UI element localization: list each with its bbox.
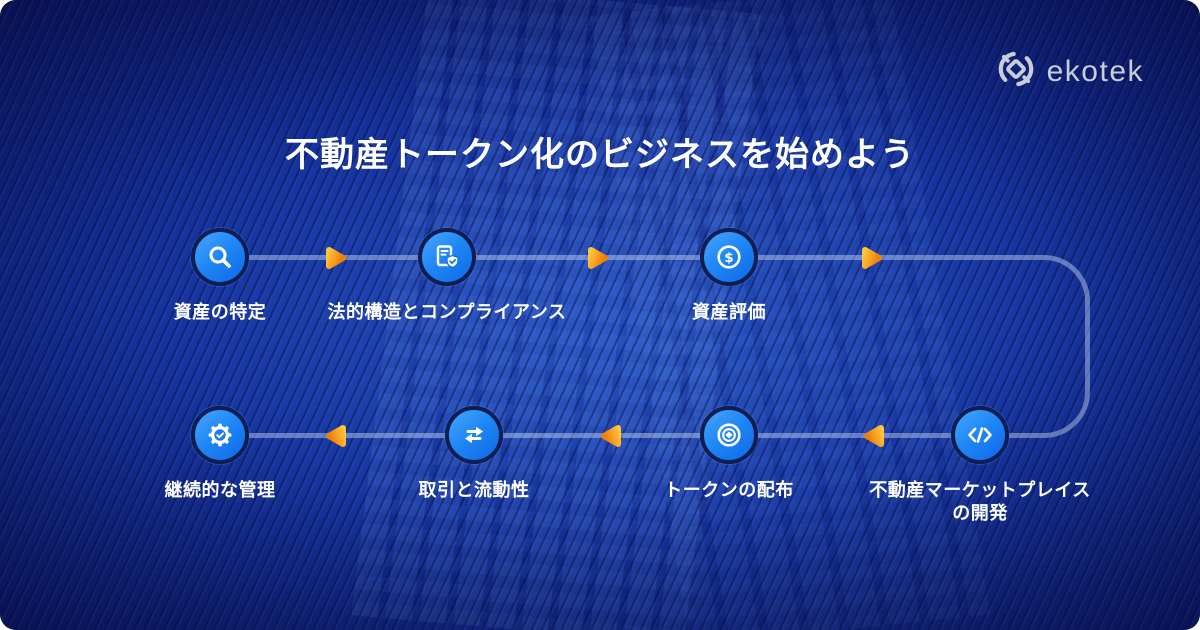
flow-arrow-left-icon	[601, 425, 621, 447]
flow-arrow-right-icon	[862, 247, 882, 269]
flow-connector-line	[220, 255, 1090, 438]
flow-node-trading-liquidity	[445, 406, 503, 464]
flow-node-token-distribution	[700, 406, 758, 464]
page-title: 不動産トークン化のビジネスを始めよう	[285, 136, 915, 174]
token-target-icon	[715, 421, 743, 449]
svg-text:$: $	[724, 250, 733, 266]
flow-arrow-right-icon	[588, 247, 608, 269]
flow-node-label: 資産の特定	[173, 302, 267, 322]
search-icon	[206, 243, 234, 271]
flow-arrow-left-icon	[326, 425, 346, 447]
flow-arrow-left-icon	[864, 425, 884, 447]
exchange-arrows-icon	[460, 421, 488, 449]
flow-node-label: 継続的な管理	[164, 480, 276, 500]
flow-node-label: 取引と流動性	[418, 480, 530, 500]
flow-node-asset-valuation: $	[700, 228, 758, 286]
document-shield-check-icon	[433, 243, 461, 271]
brand-name: ekotek	[1046, 54, 1144, 88]
flow-node-asset-identification	[191, 228, 249, 286]
flow-node-label: 資産評価	[692, 302, 766, 322]
flow-node-label: トークンの配布	[664, 480, 794, 500]
flow-node-ongoing-management	[191, 406, 249, 464]
code-brackets-icon	[966, 421, 994, 449]
flow-node-label: 不動産マーケットプレイスの開発	[869, 480, 1091, 523]
dollar-coin-icon: $	[715, 243, 743, 271]
flow-node-marketplace-development	[951, 406, 1009, 464]
ekotek-logo-icon	[995, 48, 1037, 95]
flow-node-label: 法的構造とコンプライアンス	[327, 302, 567, 322]
flow-arrow-right-icon	[326, 247, 346, 269]
flow-node-legal-structure-compliance	[418, 228, 476, 286]
gear-check-icon	[206, 421, 234, 449]
brand-logo: ekotek	[995, 48, 1144, 95]
